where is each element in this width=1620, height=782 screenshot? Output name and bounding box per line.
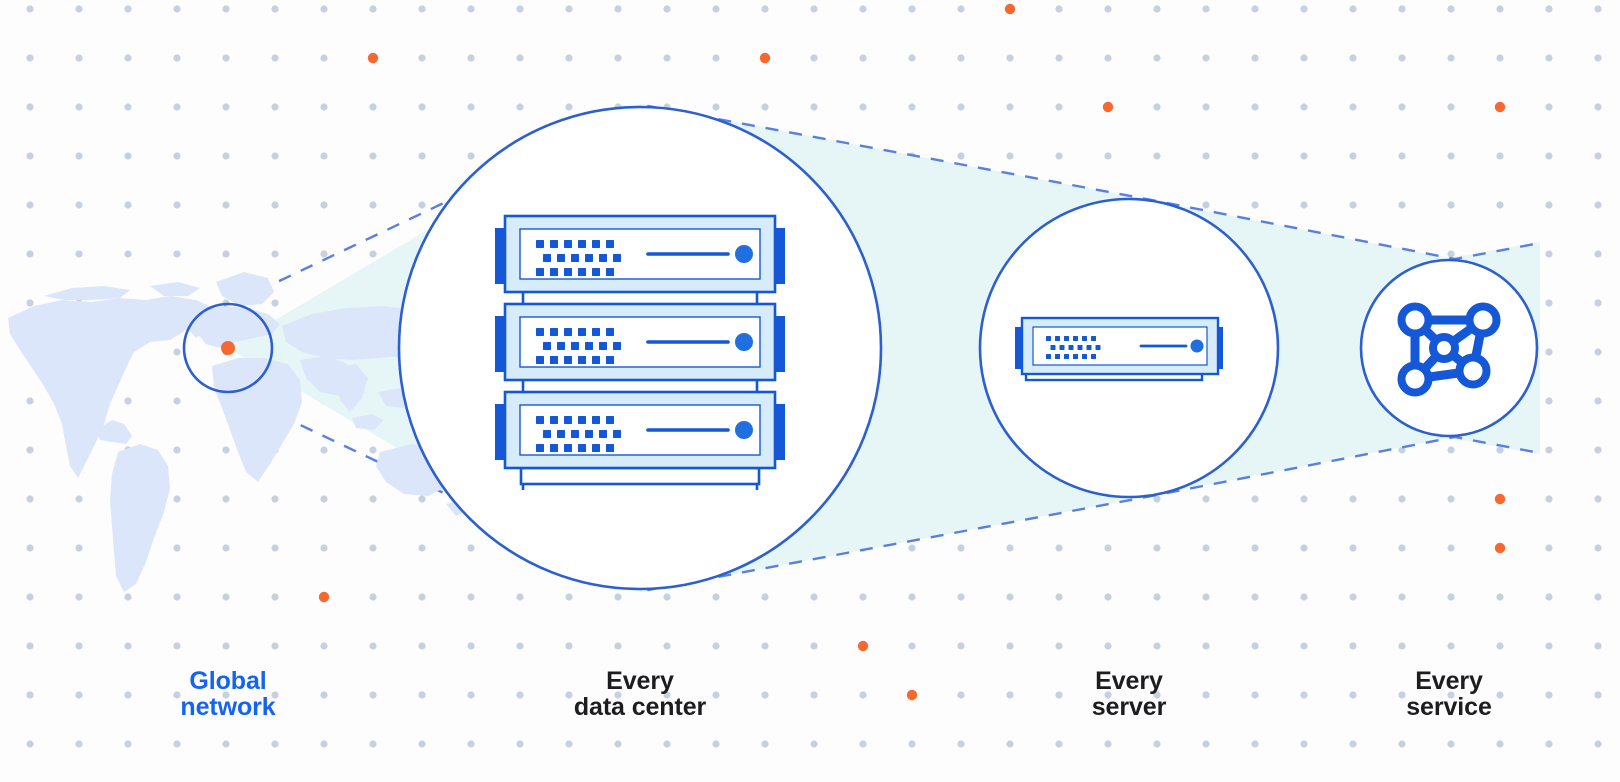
led-array-server: [1046, 336, 1101, 359]
world-map-graphic: [8, 272, 494, 592]
led-array-1: [536, 240, 621, 276]
map-highlight-circle: [182, 302, 274, 394]
rack-unit-1: [495, 214, 785, 294]
map-location-marker: [221, 341, 235, 355]
single-server-graphic: [1015, 316, 1223, 382]
network-graph-nodes: [1397, 302, 1501, 397]
server-rack-graphic: [495, 214, 785, 490]
rack-unit-2: [495, 302, 785, 382]
rack-unit-3: [495, 390, 785, 470]
led-array-3: [536, 416, 621, 452]
dot-grid-foreground: [318, 3, 1506, 701]
led-array-2: [536, 328, 621, 364]
